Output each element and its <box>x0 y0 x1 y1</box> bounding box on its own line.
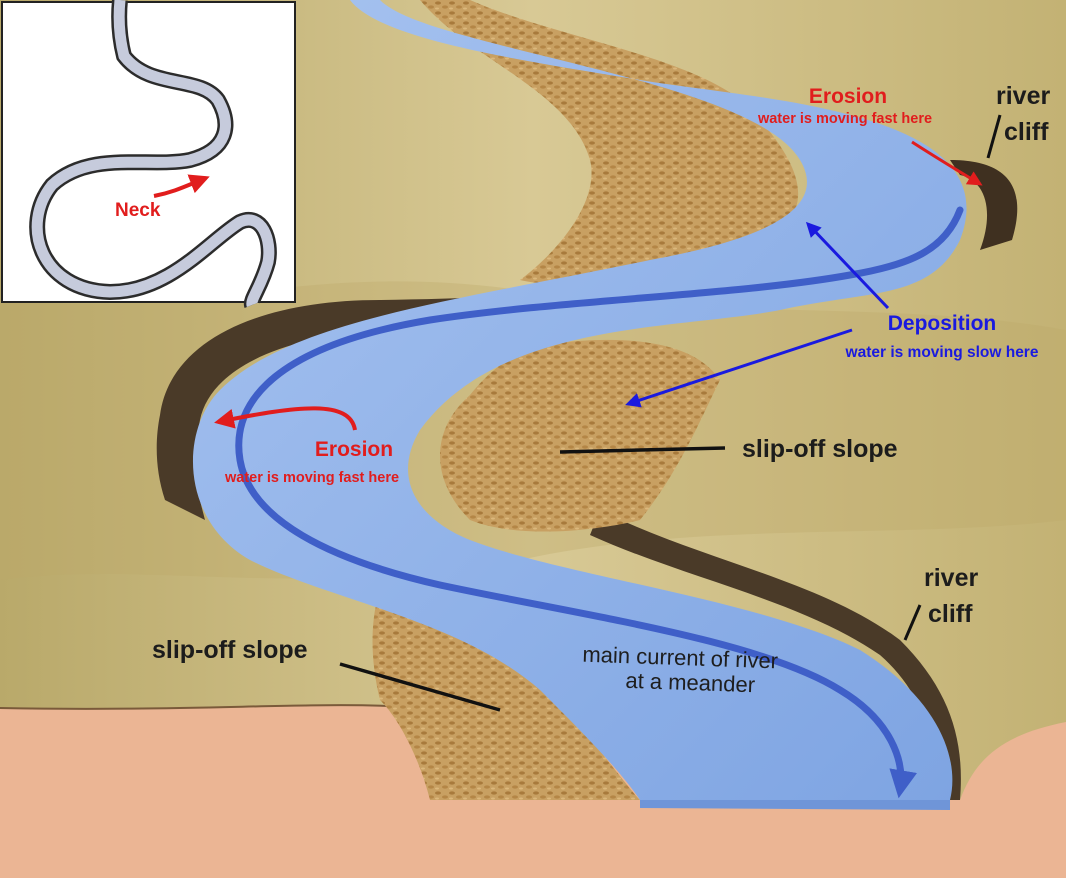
erosion-left-arrow <box>214 406 357 431</box>
river-channel <box>192 0 967 800</box>
river-cliff-left-bank <box>156 250 821 520</box>
slip-off-slope-left-leader <box>339 662 501 712</box>
slip-off-slope-right-label: slip-off slope <box>742 435 898 463</box>
river-cliff-bottom-line1: river <box>924 564 978 592</box>
river-front-water-face <box>640 800 950 810</box>
deposition-subtitle: water is moving slow here <box>845 344 1039 361</box>
river-cliff-top-leader <box>986 114 1002 159</box>
erosion-left-title: Erosion <box>315 438 393 461</box>
neck-arrow <box>153 174 210 198</box>
river-cliff-bottom-leader <box>903 604 922 641</box>
river-cliff-lower-bank <box>590 510 961 800</box>
erosion-top-subtitle: water is moving fast here <box>757 111 932 127</box>
erosion-left-subtitle: water is moving fast here <box>224 470 399 486</box>
main-current-line <box>235 206 964 799</box>
inset-river-water <box>31 0 275 308</box>
sand-bar-middle <box>440 339 720 532</box>
sand-bar-bottom <box>372 590 640 800</box>
inset-neck-panel: Neck <box>1 0 296 308</box>
deposition-title: Deposition <box>888 312 997 335</box>
deposition-arrow-lower <box>625 328 853 408</box>
river-cliff-top-line2: cliff <box>1004 118 1049 146</box>
main-current-line2: at a meander <box>625 668 755 698</box>
slip-off-slope-right-leader <box>559 446 726 454</box>
ground-front-edge <box>0 704 421 710</box>
slip-off-slope-left-label: slip-off slope <box>152 636 308 664</box>
deposition-arrow-upper <box>805 221 890 310</box>
erosion-top-title: Erosion <box>809 85 887 108</box>
river-cliff-bottom-line2: cliff <box>928 600 973 628</box>
neck-label: Neck <box>115 200 161 221</box>
erosion-top-arrow <box>911 140 983 186</box>
river-cliff-right-bank <box>950 160 1018 250</box>
river-cliff-top-line1: river <box>996 82 1050 110</box>
sand-bar-top <box>420 0 799 285</box>
